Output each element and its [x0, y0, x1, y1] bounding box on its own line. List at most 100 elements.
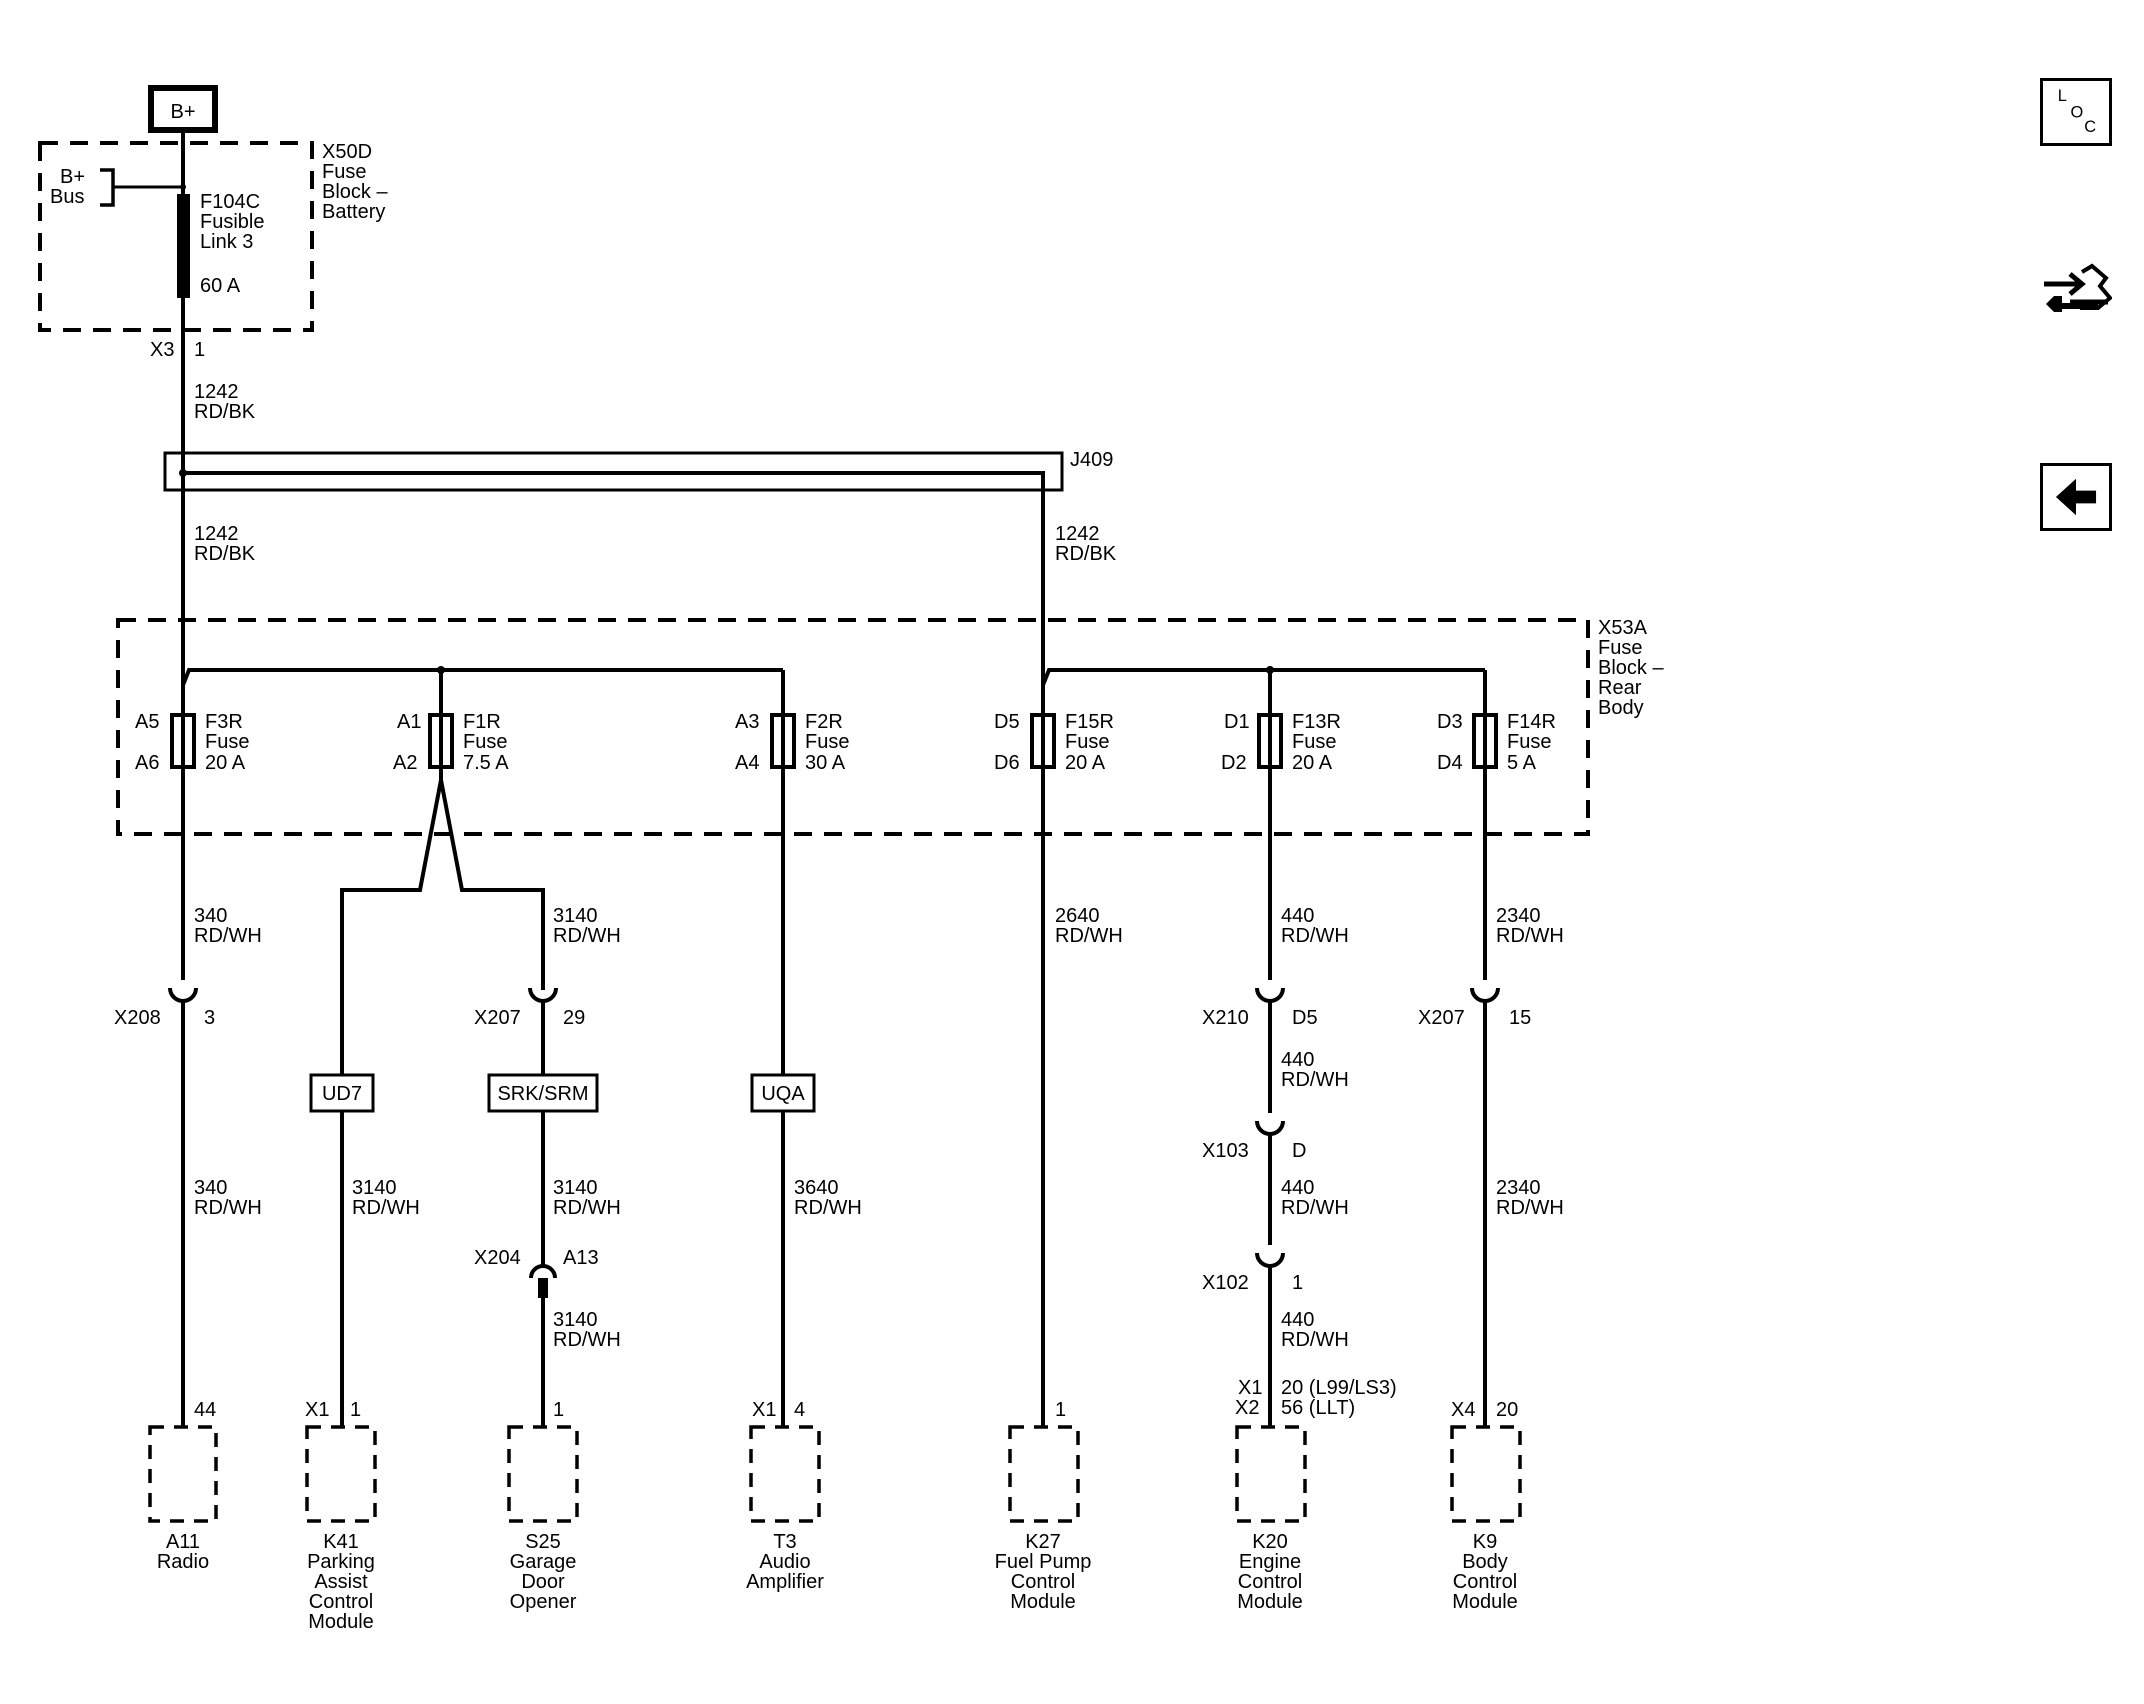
fuse-f2r-pin-out: A4: [735, 752, 759, 774]
loc-letter-c: C: [2084, 118, 2096, 136]
fuse-f1r-label: Fuse: [463, 731, 507, 753]
fuse-f14r-rating: 5 A: [1507, 752, 1537, 774]
module-fuel-pump-control-name-2: Control: [1011, 1571, 1075, 1593]
option-srk-srm-label: SRK/SRM: [497, 1083, 588, 1105]
fusible-link-rating: 60 A: [200, 275, 241, 297]
ecm-circuit: [1255, 767, 1285, 1427]
x204-pin: A13: [563, 1247, 599, 1269]
fuse-f13r-rating: 20 A: [1292, 752, 1333, 774]
source-label: B+: [170, 101, 195, 123]
module-garage-door-opener[interactable]: 1 S25 Garage Door Opener: [507, 1399, 579, 1613]
x210-connector: X210: [1202, 1007, 1249, 1029]
module-fuel-pump-control[interactable]: 1 K27 Fuel Pump Control Module: [995, 1399, 1092, 1613]
fuse-f2r-pin-in: A3: [735, 711, 759, 733]
fuse-f1r-rating: 7.5 A: [463, 752, 509, 774]
fuse-block-battery-id: X50D: [322, 141, 372, 163]
splice-output-2-circuit: 1242: [1055, 523, 1100, 545]
f1r-split: 3140 RD/WH X207 29: [340, 767, 621, 1427]
module-audio-amplifier-name-2: Amplifier: [746, 1571, 824, 1593]
connector-end-view-button[interactable]: [2040, 258, 2113, 326]
fuse-f3r: A5 A6 F3R Fuse 20 A: [135, 711, 249, 774]
option-ud7-label: UD7: [322, 1083, 362, 1105]
fuse-block-battery: X50D Fuse Block – Battery B+ Bus F104C F…: [38, 141, 388, 361]
radio-wire-b-circuit: 340: [194, 1177, 227, 1199]
module-garage-door-opener-name-1: Garage: [510, 1551, 577, 1573]
x207b-connector: X207: [1418, 1007, 1465, 1029]
fuse-f1r-id: F1R: [463, 711, 501, 733]
fuse-f13r-pin-out: D2: [1221, 752, 1247, 774]
fuse-block-rear: X53A Fuse Block – Rear Body: [116, 617, 1664, 836]
module-audio-amplifier[interactable]: X1 4 T3 Audio Amplifier: [746, 1399, 824, 1593]
loc-letter-o: O: [2071, 103, 2084, 121]
garage-wire-a-circuit: 3140: [553, 905, 598, 927]
splice-output-1-color: RD/BK: [194, 543, 256, 565]
fuse-block-battery-name-1: Fuse: [322, 161, 366, 183]
module-parking-assist-name-2: Assist: [314, 1571, 368, 1593]
module-engine-control-pin-2: 56 (LLT): [1281, 1397, 1355, 1419]
fusible-link-name-2: Link 3: [200, 231, 253, 253]
fusible-link-symbol: [177, 194, 190, 298]
module-radio-name: Radio: [157, 1551, 209, 1573]
fuse-f2r-label: Fuse: [805, 731, 849, 753]
fuse-block-rear-name-3: Rear: [1598, 677, 1642, 699]
splice-output-2-color: RD/BK: [1055, 543, 1117, 565]
module-garage-door-opener-name-2: Door: [521, 1571, 565, 1593]
fuse-f15r-pin-out: D6: [994, 752, 1020, 774]
module-engine-control-name-2: Control: [1238, 1571, 1302, 1593]
x208-pin: 3: [204, 1007, 215, 1029]
module-engine-control-id: K20: [1252, 1531, 1288, 1553]
ecm-wire-d-color: RD/WH: [1281, 1329, 1349, 1351]
location-view-button[interactable]: L O C: [2040, 78, 2112, 146]
ecm-wire-a-circuit: 440: [1281, 905, 1314, 927]
fuse-f14r-label: Fuse: [1507, 731, 1551, 753]
module-parking-assist-name-3: Control: [309, 1591, 373, 1613]
fuse-f3r-pin-out: A6: [135, 752, 159, 774]
x207b-pin: 15: [1509, 1007, 1531, 1029]
x103-connector: X103: [1202, 1140, 1249, 1162]
parking-wire-color: RD/WH: [352, 1197, 420, 1219]
module-body-control-name-3: Module: [1452, 1591, 1518, 1613]
ecm-wire-c-color: RD/WH: [1281, 1197, 1349, 1219]
x210-pin: D5: [1292, 1007, 1318, 1029]
fuse-f1r-pin-in: A1: [397, 711, 421, 733]
x3-pin-label: 1: [194, 339, 205, 361]
fuse-f3r-id: F3R: [205, 711, 243, 733]
bcm-wire-b-circuit: 2340: [1496, 1177, 1541, 1199]
module-radio-id: A11: [166, 1531, 200, 1553]
fuse-f2r-rating: 30 A: [805, 752, 846, 774]
back-button[interactable]: [2040, 463, 2112, 531]
module-fuel-pump-control-pin: 1: [1055, 1399, 1066, 1421]
module-parking-assist-name-4: Module: [308, 1611, 374, 1633]
x103-pin: D: [1292, 1140, 1306, 1162]
x102-pin: 1: [1292, 1272, 1303, 1294]
option-ud7: UD7: [309, 1073, 375, 1113]
fuse-block-rear-name-4: Body: [1598, 697, 1644, 719]
fuse-f14r-pin-out: D4: [1437, 752, 1463, 774]
fuse-block-battery-name-2: Block –: [322, 181, 388, 203]
module-radio[interactable]: 44 A11 Radio: [148, 1399, 218, 1573]
loc-letter-l: L: [2058, 87, 2067, 105]
module-body-control[interactable]: X4 20 K9 Body Control Module: [1450, 1399, 1522, 1613]
fuse-block-rear-name-1: Fuse: [1598, 637, 1642, 659]
module-parking-assist[interactable]: X1 1 K41 Parking Assist Control Module: [305, 1399, 377, 1633]
fusible-link-id: F104C: [200, 191, 260, 213]
fuse-block-rear-id: X53A: [1598, 617, 1648, 639]
option-uqa-label: UQA: [761, 1083, 805, 1105]
fuse-f3r-pin-in: A5: [135, 711, 159, 733]
radio-wire-a-circuit: 340: [194, 905, 227, 927]
module-garage-door-opener-pin: 1: [553, 1399, 564, 1421]
feed-wire-color: RD/BK: [194, 401, 256, 423]
fuse-f13r-pin-in: D1: [1224, 711, 1250, 733]
module-body-control-pin: 20: [1496, 1399, 1518, 1421]
module-engine-control[interactable]: X1 X2 20 (L99/LS3) 56 (LLT) K20 Engine C…: [1235, 1377, 1397, 1613]
location-icon: L O C: [2058, 87, 2096, 136]
fuse-f13r-id: F13R: [1292, 711, 1341, 733]
fuse-f15r-id: F15R: [1065, 711, 1114, 733]
x204-connector: X204: [474, 1247, 521, 1269]
bus-label-1: B+: [60, 166, 85, 188]
amp-wire-color: RD/WH: [794, 1197, 862, 1219]
fuse-f2r: A3 A4 F2R Fuse 30 A: [735, 711, 849, 774]
module-fuel-pump-control-name-3: Module: [1010, 1591, 1076, 1613]
garage-wire-c-color: RD/WH: [553, 1329, 621, 1351]
